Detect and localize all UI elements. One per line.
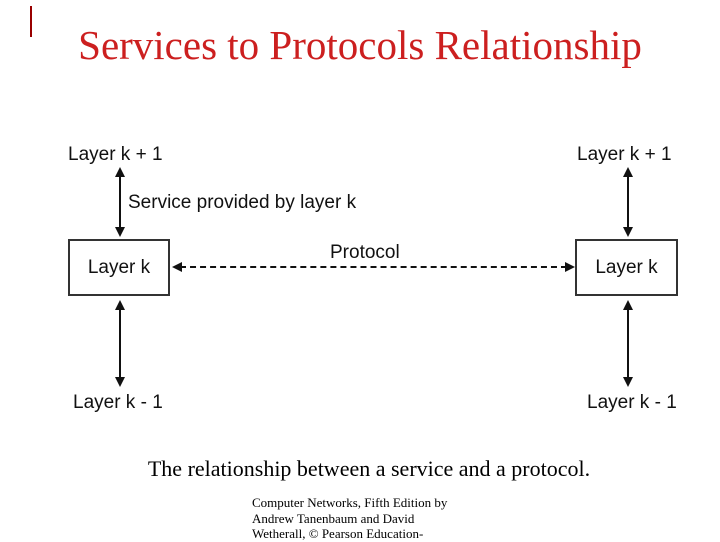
arrowhead-up-icon xyxy=(623,167,633,177)
upper-double-arrow-right-icon xyxy=(622,167,634,237)
protocol-dashed-arrow-icon xyxy=(172,261,575,273)
attribution-line: Computer Networks, Fifth Edition by xyxy=(252,495,448,510)
arrowhead-up-icon xyxy=(623,300,633,310)
layer-k-box-right: Layer k xyxy=(575,239,678,296)
lower-double-arrow-right-icon xyxy=(622,300,634,387)
layer-k-plus-1-label-right: Layer k + 1 xyxy=(577,144,672,165)
attribution-line: Wetherall, © Pearson Education- xyxy=(252,526,424,541)
red-accent-tick xyxy=(30,6,32,37)
layer-k-box-label-left: Layer k xyxy=(87,257,151,278)
lower-double-arrow-left-icon xyxy=(114,300,126,387)
arrowhead-down-icon xyxy=(115,377,125,387)
upper-double-arrow-left-icon xyxy=(114,167,126,237)
arrowhead-up-icon xyxy=(115,167,125,177)
arrowhead-up-icon xyxy=(115,300,125,310)
attribution-text: Computer Networks, Fifth Edition by Andr… xyxy=(252,495,552,542)
arrow-shaft xyxy=(119,310,121,377)
page-title: Services to Protocols Relationship xyxy=(78,22,642,68)
layer-k-minus-1-label-right: Layer k - 1 xyxy=(587,392,677,413)
arrowhead-down-icon xyxy=(115,227,125,237)
dashed-arrow-shaft xyxy=(180,266,567,268)
service-provided-label: Service provided by layer k xyxy=(128,192,357,213)
arrowhead-down-icon xyxy=(623,377,633,387)
arrow-shaft xyxy=(119,177,121,227)
figure-caption: The relationship between a service and a… xyxy=(147,456,591,481)
layer-k-box-left: Layer k xyxy=(68,239,170,296)
layer-k-plus-1-label-left: Layer k + 1 xyxy=(68,144,163,165)
arrowhead-down-icon xyxy=(623,227,633,237)
layer-k-minus-1-label-left: Layer k - 1 xyxy=(73,392,163,413)
layer-k-box-label-right: Layer k xyxy=(595,257,658,278)
arrowhead-right-icon xyxy=(565,262,575,272)
attribution-line: Andrew Tanenbaum and David xyxy=(252,510,415,526)
arrowhead-left-icon xyxy=(172,262,182,272)
arrow-shaft xyxy=(627,177,629,227)
protocol-label: Protocol xyxy=(330,242,400,263)
arrow-shaft xyxy=(627,310,629,377)
